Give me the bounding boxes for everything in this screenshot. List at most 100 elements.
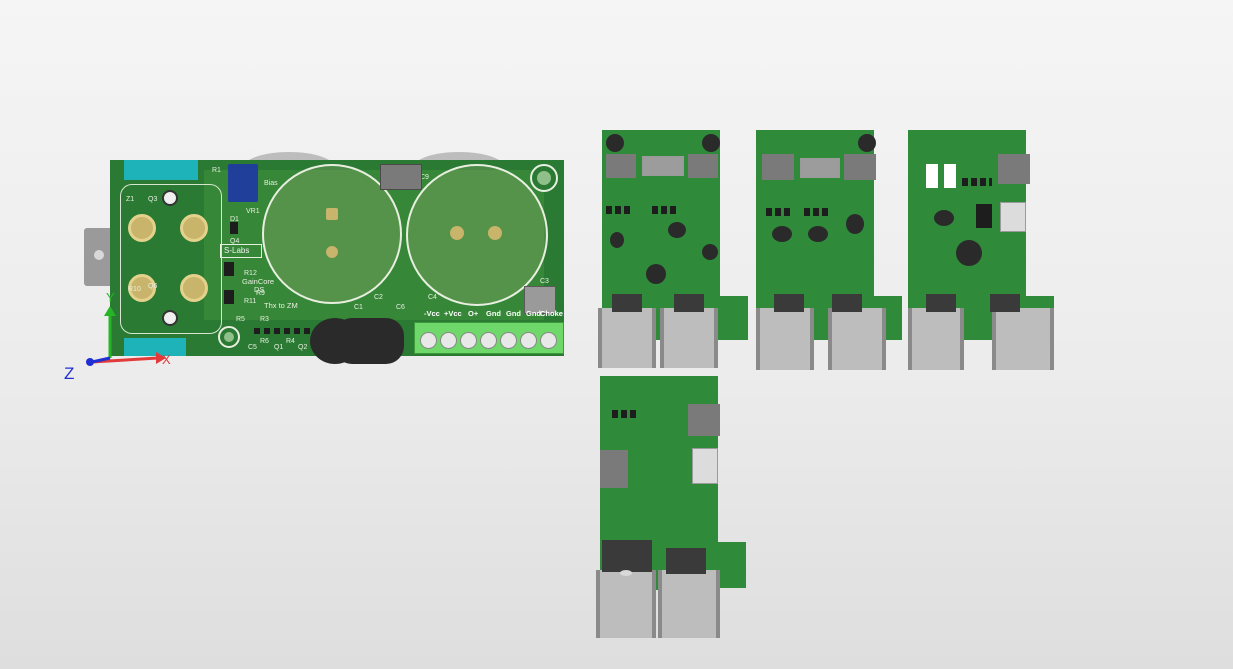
board-d-heatsink-1: [596, 570, 656, 638]
silk-brand: S-Labs: [224, 246, 250, 255]
board-b-heatsink-1: [756, 308, 814, 370]
cap-c4-pad-1: [450, 226, 464, 240]
board-b-grey-block-1: [762, 154, 794, 180]
axis-label-y: Y: [106, 290, 115, 305]
silk-r10: R10: [128, 286, 141, 293]
board-b-smd-row-2: [804, 208, 830, 216]
board-c-white-connector[interactable]: [1000, 202, 1026, 232]
axis-triad: X Y Z: [58, 280, 188, 390]
board-a-transistor-2: [668, 222, 686, 238]
board-a-cap-1: [606, 134, 624, 152]
terminal-screw-2[interactable]: [440, 332, 457, 349]
silk-r3: R3: [260, 316, 269, 323]
grey-component-c3: [524, 286, 556, 314]
board-c-white-pad-2: [944, 164, 956, 188]
board-a-transistor-3: [702, 244, 718, 260]
board-d-to220-1: [602, 540, 652, 572]
terminal-screw-5[interactable]: [500, 332, 517, 349]
silk-d1: D1: [230, 216, 239, 223]
board-b-to220-1: [774, 294, 804, 312]
small-pcb-board-b[interactable]: [752, 128, 906, 372]
board-d-grey-block-2: [600, 450, 628, 488]
board-b-heatsink-2: [828, 308, 886, 370]
terminal-label-gnd-2: Gnd: [506, 309, 521, 318]
board-b-connector[interactable]: [800, 158, 840, 178]
board-c-cap-1: [956, 240, 982, 266]
board-c-white-pad-1: [926, 164, 938, 188]
board-d-heatsink-2: [658, 570, 720, 638]
teal-connector-top[interactable]: [124, 160, 198, 180]
silk-gaincore: GainCore: [242, 277, 275, 286]
terminal-label-gnd-3: Gnd: [526, 309, 541, 318]
small-pcb-board-d[interactable]: [596, 374, 752, 640]
board-c-heatsink-1: [908, 308, 964, 370]
axis-label-z: Z: [64, 364, 75, 383]
board-d-smd-row: [612, 410, 638, 418]
board-c-heatsink-2: [992, 308, 1054, 370]
terminal-label-choke: Choke: [540, 309, 563, 318]
board-c-to220-1: [926, 294, 956, 312]
board-a-heatsink-1: [598, 308, 656, 368]
terminal-screws: [418, 330, 568, 350]
silk-c9: C9: [420, 174, 429, 181]
silk-q1: Q1: [274, 344, 284, 351]
board-d-grey-block-1: [688, 404, 720, 436]
smd-ic-2: [224, 262, 234, 276]
board-d-white-connector[interactable]: [692, 448, 718, 484]
board-a-to220-2: [674, 294, 704, 312]
silk-r5: R5: [236, 316, 245, 323]
terminal-screw-4[interactable]: [480, 332, 497, 349]
main-pcb-board[interactable]: Bias VR1 R1 Z1 Q3 Q6 Q4 D1 S-Labs R12 R1…: [84, 150, 574, 370]
cap-c1-pad-1: [326, 208, 338, 220]
terminal-screw-7[interactable]: [540, 332, 557, 349]
board-a-grey-block-1: [606, 154, 636, 178]
board-a-smd-row-1: [606, 206, 632, 214]
terminal-label-plus-vcc: +Vcc: [444, 309, 462, 318]
silk-z1: Z1: [126, 196, 135, 203]
silk-r4: R4: [286, 338, 295, 345]
silk-ds: DS: [254, 285, 265, 294]
bias-potentiometer[interactable]: [228, 164, 258, 202]
pad-top: [162, 190, 178, 206]
board-a-smd-row-2: [652, 206, 678, 214]
terminal-screw-1[interactable]: [420, 332, 437, 349]
board-a-transistor-4: [646, 264, 666, 284]
capacitor-c1-outline: [262, 164, 402, 304]
terminal-screw-3[interactable]: [460, 332, 477, 349]
silk-r11: R11: [244, 298, 257, 305]
terminal-label-row: -Vcc +Vcc O+ Gnd Gnd Gnd Choke: [420, 309, 570, 319]
terminal-label-minus-vcc: -Vcc: [424, 309, 440, 318]
axis-label-x: X: [162, 352, 171, 367]
board-b-to220-2: [832, 294, 862, 312]
silk-vr1: VR1: [246, 208, 260, 215]
small-pcb-board-a[interactable]: [598, 128, 752, 372]
silk-q3: Q3: [148, 196, 158, 203]
board-b-grey-block-2: [844, 154, 876, 180]
board-a-connector[interactable]: [642, 156, 684, 176]
cap-c4-pad-2: [488, 226, 502, 240]
silk-c1: C1: [354, 304, 363, 311]
silk-c4: C4: [428, 294, 437, 301]
terminal-screw-6[interactable]: [520, 332, 537, 349]
terminal-label-gnd-1: Gnd: [486, 309, 501, 318]
transistor-pad-2: [180, 214, 208, 242]
silk-bias: Bias: [264, 180, 278, 187]
board-b-cap-1: [858, 134, 876, 152]
transistor-outline: [120, 184, 222, 334]
board-a-cap-2: [702, 134, 720, 152]
board-d-to220-2: [666, 548, 706, 574]
mounting-hole-2-inner: [537, 171, 551, 185]
teal-connector-bottom[interactable]: [124, 338, 186, 356]
silk-r9: R9: [256, 290, 265, 297]
bracket-hole: [94, 250, 104, 260]
silk-r6: R6: [260, 338, 269, 345]
board-a-grey-block-2: [688, 154, 718, 178]
board-c-smd-ic: [976, 204, 992, 228]
board-a-heatsink-2: [660, 308, 718, 368]
board-c-to220-2: [990, 294, 1020, 312]
brand-box: [220, 244, 262, 258]
silk-q2: Q2: [298, 344, 308, 351]
board-a-to220-1: [612, 294, 642, 312]
small-pcb-board-c[interactable]: [904, 128, 1060, 372]
silk-c5: C5: [248, 344, 257, 351]
